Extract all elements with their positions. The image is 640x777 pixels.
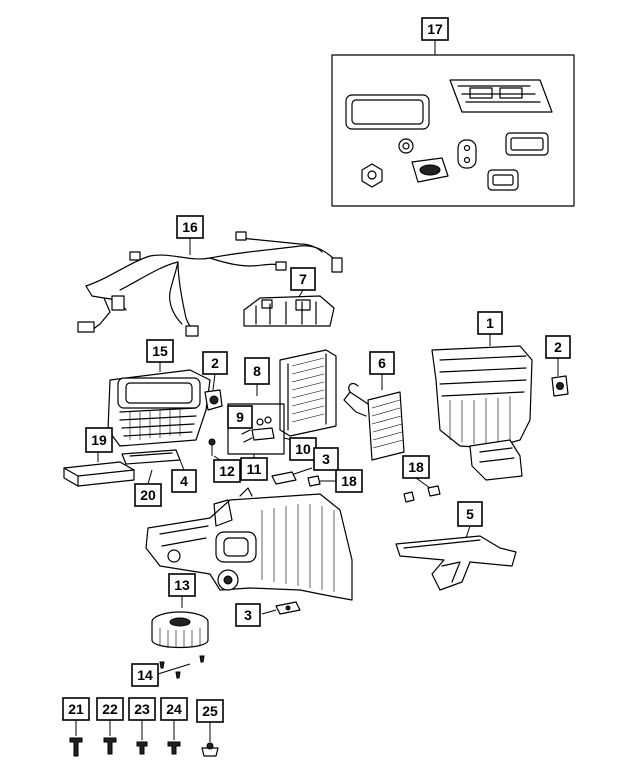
svg-text:7: 7	[299, 271, 307, 287]
svg-text:11: 11	[247, 461, 262, 477]
seal-kit-group	[331, 40, 575, 207]
blower-housing	[107, 362, 211, 447]
svg-text:6: 6	[378, 355, 386, 371]
callout-17: 17	[421, 17, 449, 41]
svg-text:18: 18	[408, 459, 424, 475]
callout-21: 21	[62, 697, 90, 721]
actuator-left	[204, 373, 223, 411]
callout-24: 24	[160, 697, 188, 721]
callout-11: 11	[240, 457, 268, 481]
callout-3-lower: 3	[235, 603, 261, 627]
actuator-cluster	[227, 403, 293, 458]
heater-core	[256, 349, 337, 437]
hvac-housing-right	[431, 334, 533, 481]
svg-text:17: 17	[427, 21, 443, 37]
svg-text:4: 4	[180, 473, 188, 489]
callout-5: 5	[457, 501, 483, 527]
svg-text:5: 5	[466, 506, 474, 522]
wiring-harness	[77, 231, 343, 337]
bracket-part	[243, 289, 335, 327]
callout-2-right: 2	[545, 335, 571, 359]
fastener-row	[69, 720, 219, 757]
callout-14: 14	[131, 663, 159, 687]
callout-22: 22	[96, 697, 124, 721]
callout-25: 25	[196, 699, 224, 723]
callout-13: 13	[168, 573, 196, 597]
callout-18-left: 18	[335, 469, 363, 493]
svg-text:23: 23	[134, 701, 150, 717]
svg-text:19: 19	[91, 432, 107, 448]
svg-text:8: 8	[253, 363, 261, 379]
svg-text:15: 15	[152, 343, 168, 359]
callout-10: 10	[289, 437, 317, 461]
svg-text:2: 2	[211, 355, 219, 371]
callout-3-upper: 3	[313, 447, 339, 471]
clip-lower	[261, 601, 301, 615]
air-duct	[395, 525, 517, 591]
callout-23: 23	[128, 697, 156, 721]
svg-text:25: 25	[202, 703, 218, 719]
clip-parts	[271, 467, 441, 503]
svg-text:13: 13	[174, 577, 190, 593]
callout-2-left: 2	[202, 351, 228, 375]
svg-text:20: 20	[140, 487, 156, 503]
callout-6: 6	[369, 351, 395, 375]
svg-text:22: 22	[102, 701, 118, 717]
callout-12: 12	[213, 459, 241, 483]
svg-text:21: 21	[68, 701, 84, 717]
callout-15: 15	[146, 339, 174, 363]
svg-text:12: 12	[219, 463, 235, 479]
svg-text:9: 9	[236, 409, 244, 425]
callout-4: 4	[171, 469, 197, 493]
svg-text:14: 14	[137, 667, 153, 683]
hvac-housing-lower	[145, 487, 353, 601]
callout-19: 19	[85, 427, 113, 453]
filter-door	[121, 449, 185, 485]
callout-20: 20	[134, 483, 162, 507]
callout-16: 16	[176, 215, 204, 239]
svg-text:1: 1	[486, 315, 494, 331]
svg-text:3: 3	[244, 607, 252, 623]
svg-text:3: 3	[322, 451, 330, 467]
blower-motor	[151, 596, 209, 649]
svg-text:18: 18	[341, 473, 357, 489]
actuator-right	[551, 358, 569, 397]
cabin-filter	[63, 452, 135, 487]
callout-8: 8	[244, 357, 270, 385]
fastener-group-14	[157, 655, 205, 679]
evaporator-core	[343, 374, 405, 461]
callout-18-right: 18	[402, 455, 430, 479]
svg-text:16: 16	[182, 219, 198, 235]
callout-7: 7	[290, 267, 316, 291]
svg-text:2: 2	[554, 339, 562, 355]
callout-1: 1	[477, 311, 503, 335]
svg-text:10: 10	[295, 441, 311, 457]
svg-text:24: 24	[166, 701, 182, 717]
callout-9: 9	[227, 405, 253, 429]
